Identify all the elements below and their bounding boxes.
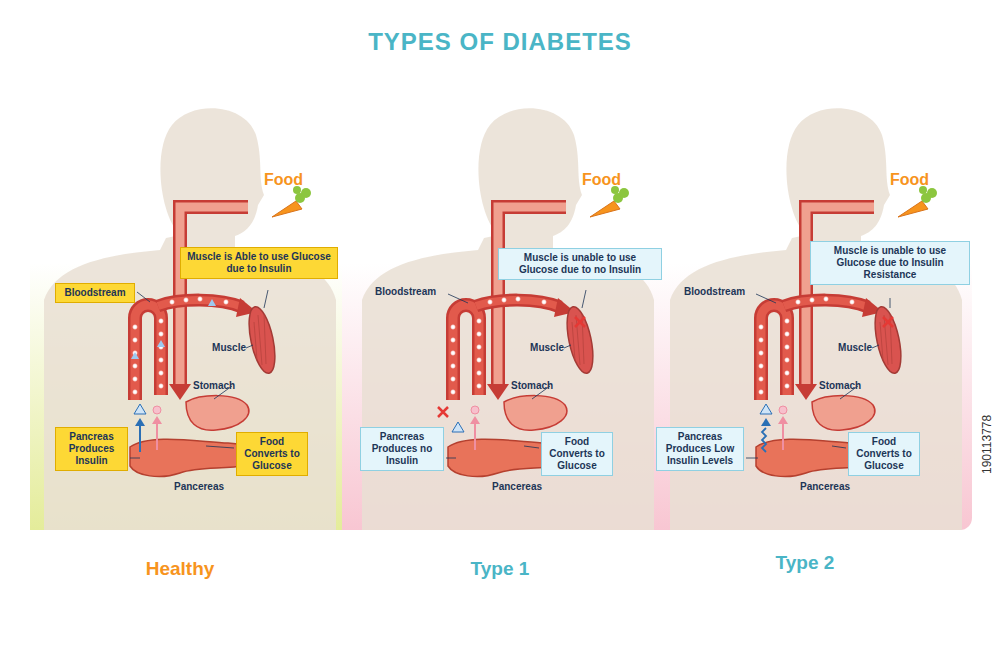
callout-box: Food Converts to Glucose [848, 432, 920, 476]
insulin-in-blood [157, 340, 165, 347]
callout-text: Food Converts to Glucose [241, 436, 303, 472]
callout-box: Muscle is unable to use Glucose due to n… [498, 248, 662, 280]
part-name: Stomach [511, 380, 553, 391]
leader-line [746, 458, 758, 459]
leader-line [832, 446, 846, 448]
leader-line [446, 458, 456, 459]
leader-line [448, 294, 468, 303]
insulin-symbol [134, 404, 146, 414]
part-name: Bloodstream [375, 286, 436, 297]
leader-line [890, 298, 891, 308]
leader-line [524, 446, 539, 448]
callout-box: Pancreas Produces Insulin [55, 427, 128, 471]
callout-text: Muscle is unable to use Glucose due to I… [815, 245, 965, 281]
part-name: Muscle [530, 342, 564, 353]
callout-box: Muscle is Able to use Glucose due to Ins… [180, 247, 338, 279]
panel-name: Type 2 [776, 552, 835, 574]
part-name: Pancereas [492, 481, 542, 492]
callout-text: Muscle is Able to use Glucose due to Ins… [185, 251, 333, 275]
leader-line [246, 345, 253, 348]
callout-text: Pancreas Produces no Insulin [365, 431, 439, 467]
callout-text: Pancreas Produces Low Insulin Levels [661, 431, 739, 467]
food-label: Food [582, 171, 621, 189]
x-mark [883, 317, 893, 327]
insulin-arrow [139, 424, 141, 452]
leader-line [756, 294, 776, 303]
x-mark [575, 317, 585, 327]
food-label: Food [890, 171, 929, 189]
callout-text: Food Converts to Glucose [853, 436, 915, 472]
callout-box: Pancreas Produces Low Insulin Levels [656, 427, 744, 471]
leader-line [564, 345, 571, 348]
callout-box: Food Converts to Glucose [541, 432, 613, 476]
x-mark [438, 407, 448, 417]
callout-text: Food Converts to Glucose [546, 436, 608, 472]
part-name: Muscle [838, 342, 872, 353]
leader-line [206, 446, 234, 448]
callout-text: Bloodstream [60, 287, 130, 299]
callout-text: Pancreas Produces Insulin [60, 431, 123, 467]
insulin-arrowhead [761, 418, 771, 426]
insulin-in-blood [208, 299, 216, 306]
leader-line [130, 458, 140, 459]
type1-insulin [438, 317, 585, 432]
part-name: Stomach [193, 380, 235, 391]
food-label: Food [264, 171, 303, 189]
wavy-insulin-arrow [762, 428, 766, 452]
leader-line [872, 345, 879, 348]
leader-line [264, 290, 268, 308]
callout-box: Muscle is unable to use Glucose due to I… [810, 241, 970, 285]
insulin-symbol [452, 422, 464, 432]
callout-text: Muscle is unable to use Glucose due to n… [503, 252, 657, 276]
insulin-in-blood [131, 352, 139, 359]
insulin-symbol [760, 404, 772, 414]
callout-box: Pancreas Produces no Insulin [360, 427, 444, 471]
panel-name: Type 1 [471, 558, 530, 580]
watermark: 190113778 [980, 415, 994, 474]
leader-line [582, 290, 586, 308]
part-name: Bloodstream [684, 286, 745, 297]
diagram-title: TYPES OF DIABETES [368, 28, 632, 56]
healthy-figure [44, 108, 336, 530]
part-name: Stomach [819, 380, 861, 391]
part-name: Muscle [212, 342, 246, 353]
insulin-arrowhead [135, 418, 145, 426]
leader-line [137, 292, 150, 302]
callout-box: Food Converts to Glucose [236, 432, 308, 476]
part-name: Pancereas [800, 481, 850, 492]
part-name: Pancereas [174, 481, 224, 492]
healthy-insulin [131, 299, 216, 452]
callout-box: Bloodstream [55, 283, 135, 303]
panel-name: Healthy [146, 558, 215, 580]
